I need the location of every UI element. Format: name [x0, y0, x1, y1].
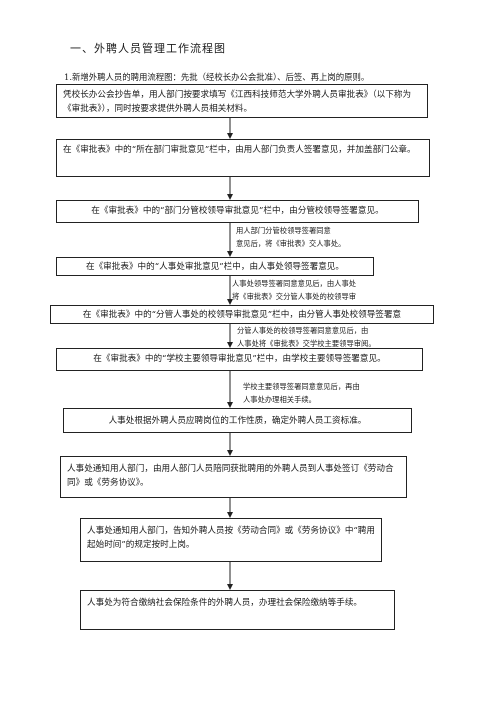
step-3-box: 在《审批表》中的“部门分管校领导审批意见”栏中，由分管校领导签署意见。 [56, 200, 419, 223]
note-2: 人事处领导签署同意意见后，由人事处 将《审批表》交分管人事处的校领导审 [232, 277, 356, 303]
note-4-line-1: 学校主要领导签署同意意见后，再由 [243, 382, 360, 391]
note-4-line-2: 人事处办理相关手续。 [243, 395, 316, 404]
page-title: 一、外聘人员管理工作流程图 [70, 42, 226, 55]
note-1-line-1: 用人部门分管校领导签署同意 [236, 226, 331, 235]
step-7-box: 人事处根据外聘人员应聘岗位的工作性质，确定外聘人员工资标准。 [63, 408, 412, 433]
step-2-box: 在《审批表》中的“所在部门审批意见”栏中，由用人部门负责人签署意见，并加盖部门公… [56, 139, 430, 177]
note-3: 分管人事处的校领导签署同意意见后，由 人事处将《审批表》交学校主要领导审阅。 [237, 324, 376, 350]
note-2-line-1: 人事处领导签署同意意见后，由人事处 [232, 279, 357, 288]
step-5-box: 在《审批表》中的“分管人事处的校领导审批意见”栏中，由分管人事处校领导签署意 [50, 305, 434, 324]
note-1: 用人部门分管校领导签署同意 意见后，将《审批表》交人事处。 [236, 224, 345, 250]
note-4: 学校主要领导签署同意意见后，再由 人事处办理相关手续。 [243, 380, 360, 406]
note-1-line-2: 意见后，将《审批表》交人事处。 [236, 239, 346, 248]
step-10-box: 人事处为符合缴纳社会保险条件的外聘人员，办理社会保险缴纳等手续。 [80, 590, 395, 630]
step-9-box: 人事处通知用人部门，告知外聘人员按《劳动合同》或《劳务协议》中“聘用起始时间”的… [80, 518, 382, 562]
note-3-line-1: 分管人事处的校领导签署同意意见后，由 [237, 326, 369, 335]
intro-text: 1.新增外聘人员的聘用流程图：先批（经校长办公会批准）、后签、再上岗的原则。 [64, 72, 370, 82]
step-8-box: 人事处通知用人部门，由用人部门人员陪同获批聘用的外聘人员到人事处签订《劳动合同》… [60, 456, 407, 498]
step-4-box: 在《审批表》中的“人事处审批意见”栏中，由人事处领导签署意见。 [56, 257, 374, 276]
step-6-box: 在《审批表》中的“学校主要领导审批意见”栏中，由学校主要领导签署意见。 [56, 348, 423, 371]
note-2-line-2: 将《审批表》交分管人事处的校领导审 [232, 292, 357, 301]
note-3-line-2: 人事处将《审批表》交学校主要领导审阅。 [237, 339, 376, 348]
step-1-box: 凭校长办公会抄告单，用人部门按要求填写《江西科技师范大学外聘人员审批表》（以下称… [56, 84, 428, 118]
